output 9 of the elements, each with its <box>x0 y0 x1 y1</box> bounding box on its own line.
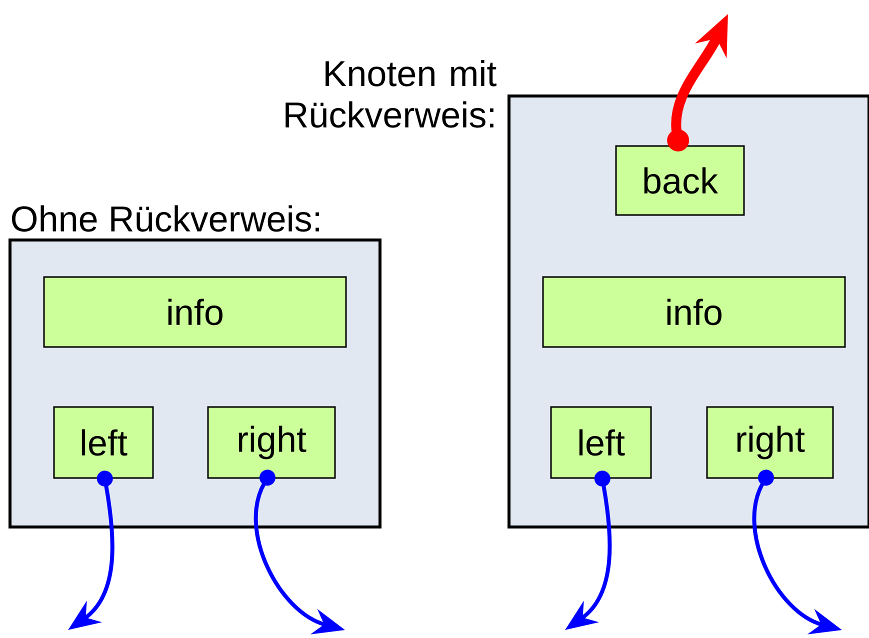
field-box: right <box>207 406 336 479</box>
field-box: back <box>615 145 745 216</box>
field-box: info <box>43 276 347 348</box>
field-box: left <box>550 406 652 479</box>
field-box: right <box>706 406 834 479</box>
node-label: Knoten mit Rückverweis: <box>286 60 496 128</box>
field-box: info <box>542 276 846 348</box>
field-box: left <box>53 406 154 479</box>
node-label: Ohne Rückverweis: <box>12 205 320 232</box>
